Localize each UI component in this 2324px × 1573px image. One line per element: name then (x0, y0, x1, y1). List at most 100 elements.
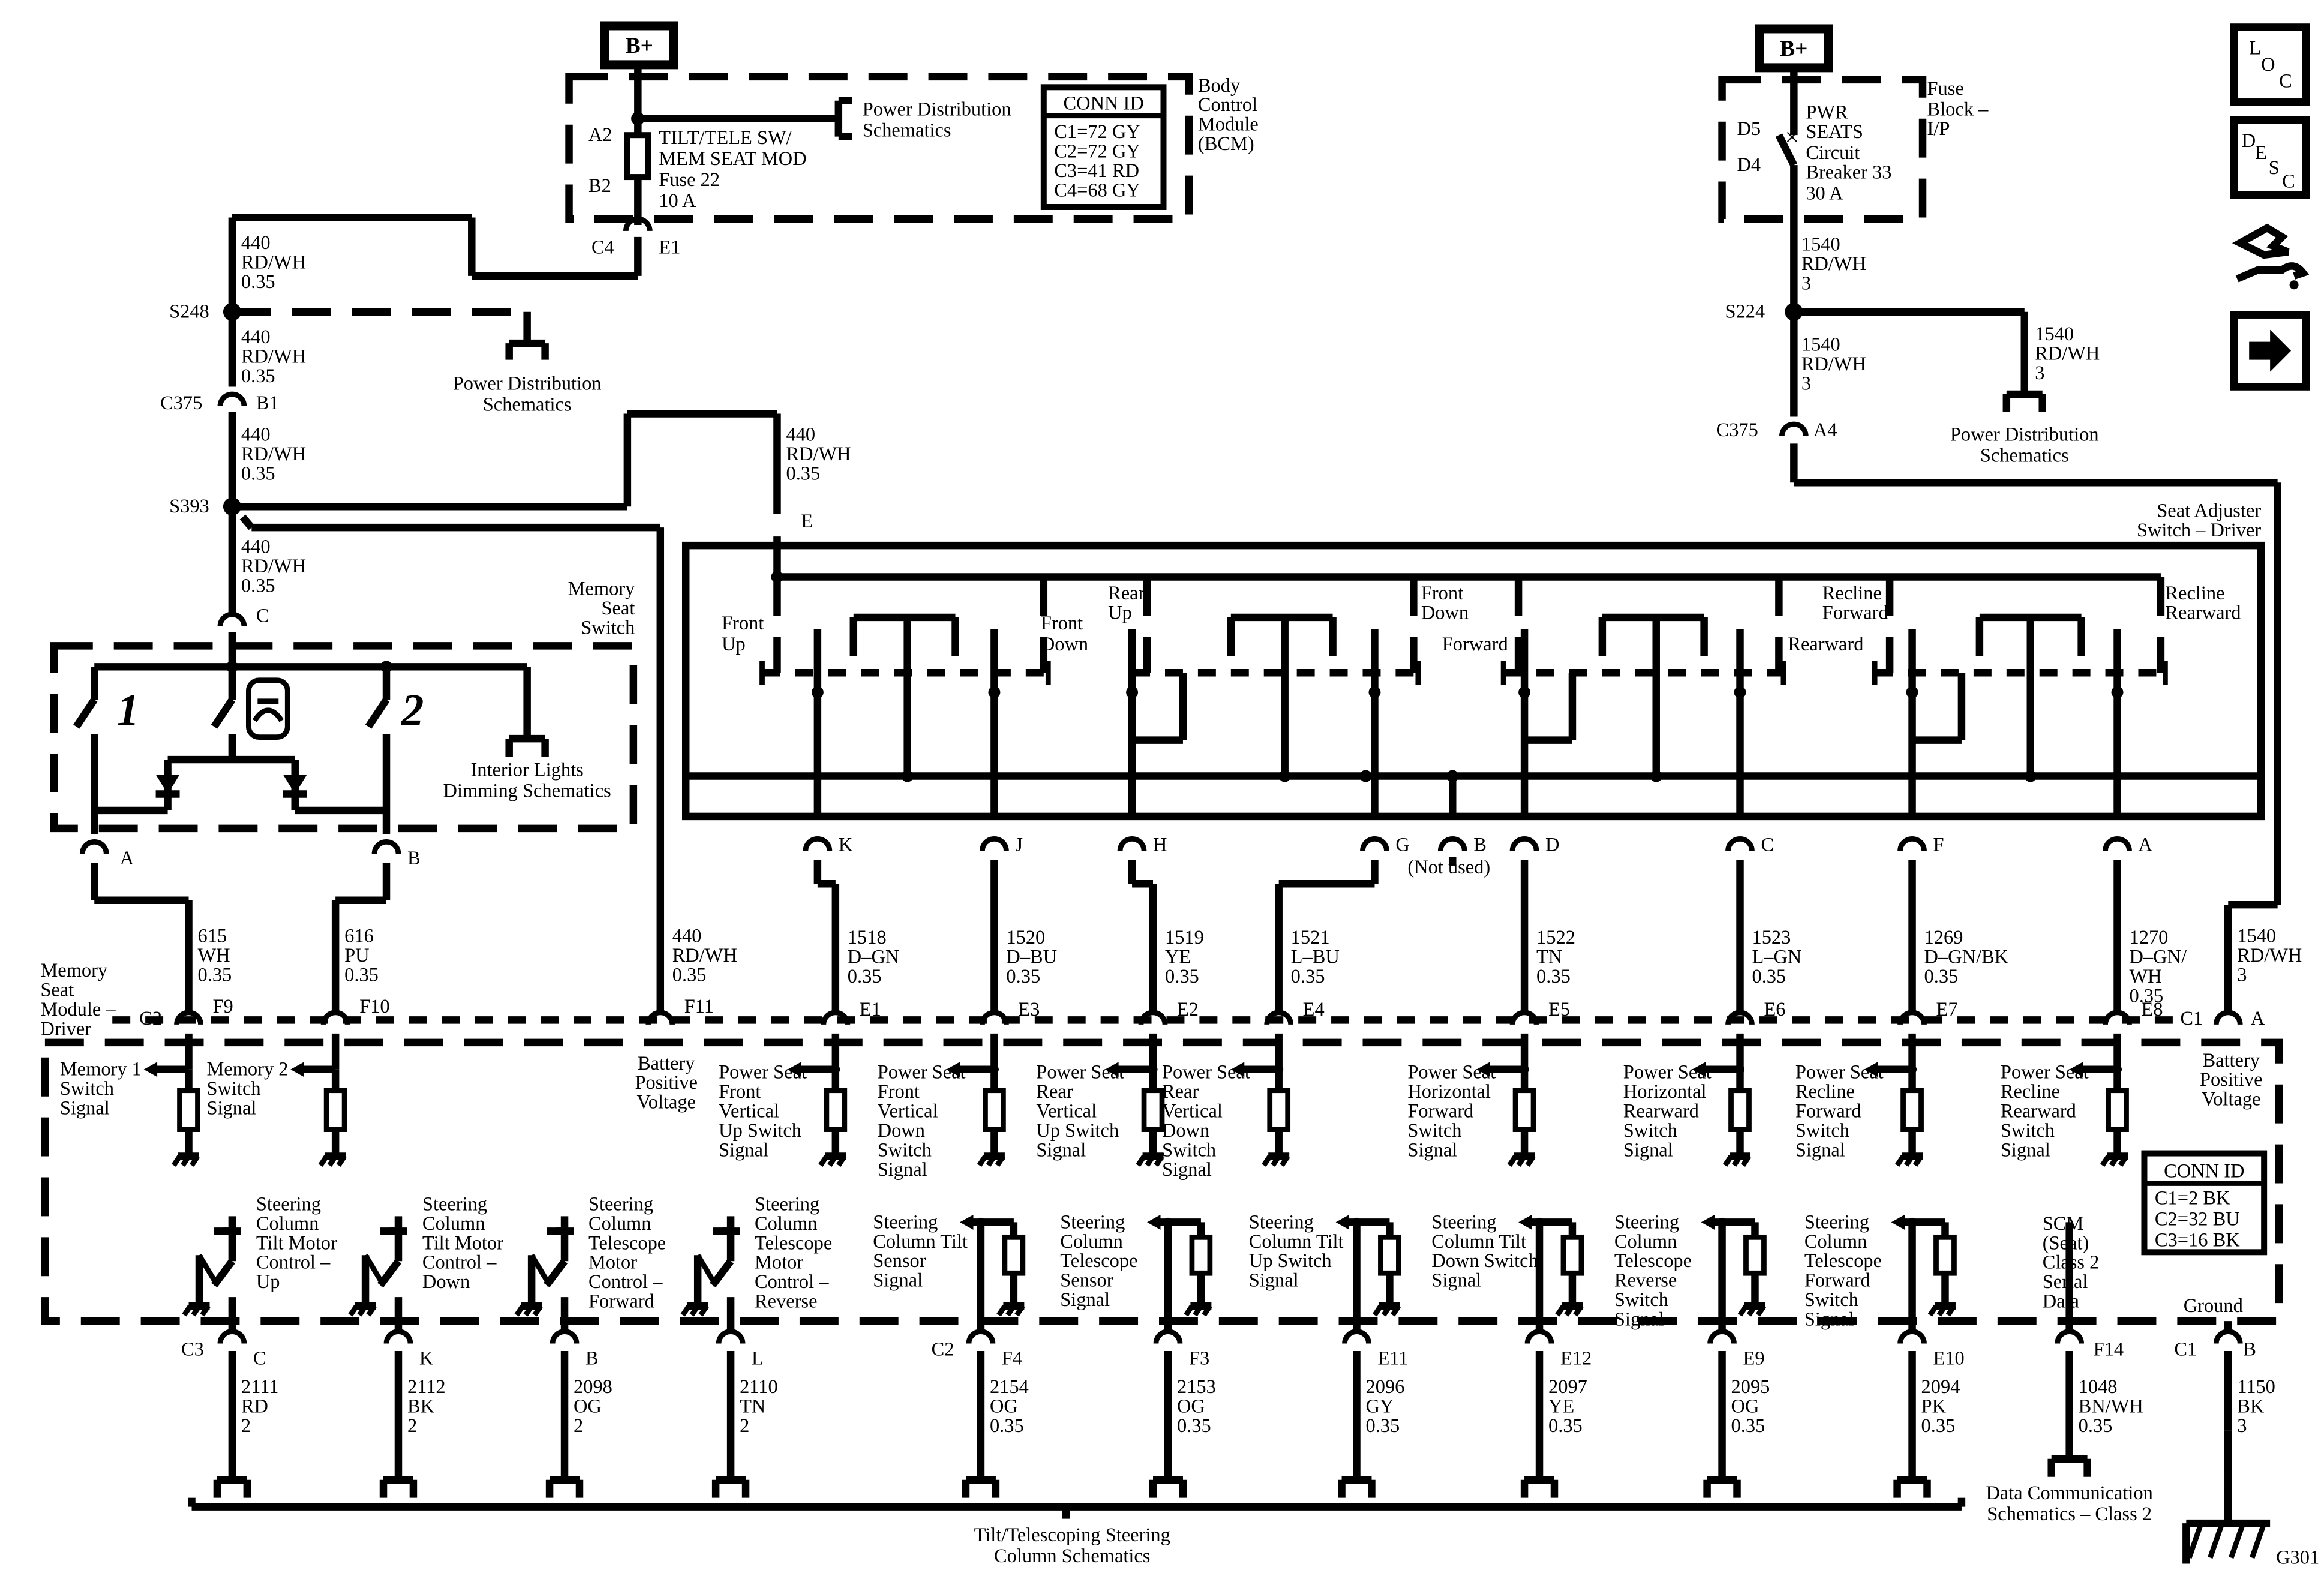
mem-sig-F10-0: Memory 2 (206, 1059, 288, 1080)
bat-c1-wire-2: 3 (2237, 964, 2247, 986)
adj-wire-A-0: 1270 (2130, 927, 2169, 948)
adj-wire-K-0: 1518 (848, 927, 887, 948)
interior-2: Dimming Schematics (443, 780, 611, 801)
w440d-1: 440 (241, 536, 271, 558)
hand-wrench-icon[interactable] (2231, 209, 2310, 297)
sens-sig-5-0: Steering (1804, 1211, 1869, 1233)
adj-wire-C-0: 1523 (1752, 927, 1791, 948)
sens-pin-0: F4 (1002, 1348, 1022, 1370)
sens-wire-0-0: 2154 (990, 1376, 1029, 1398)
sig-C-1: Horizontal (1623, 1081, 1707, 1103)
adj-wire-A-1: D–GN/ (2130, 947, 2187, 968)
motor-sig-2-5: Forward (588, 1291, 654, 1313)
sig-A-3: Switch (2001, 1120, 2055, 1142)
bat-c1-sig-2: Voltage (2202, 1089, 2261, 1110)
desc-letter-d: D (2242, 130, 2256, 152)
bat-c1-sig-0: Battery (2202, 1050, 2260, 1071)
data-schem-2: Schematics – Class 2 (1987, 1503, 2152, 1525)
breaker-2: SEATS (1806, 121, 1863, 143)
arrow-right-icon (2249, 329, 2292, 372)
c375-right: C375 (1716, 419, 1758, 441)
lbl-front-down-b-2: Down (1421, 602, 1469, 623)
b-plus-left: B+ (626, 34, 653, 58)
scm-sig-0: SCM (2043, 1213, 2084, 1235)
lbl-rearward: Rearward (1788, 634, 1863, 655)
motor-sig-0-1: Column (256, 1213, 319, 1235)
mod-pin-E4: E4 (1303, 999, 1325, 1020)
w1540c-2: RD/WH (2035, 343, 2100, 365)
w440a-2: RD/WH (241, 251, 306, 273)
mem-button-1[interactable]: 1 (117, 686, 139, 736)
adj-pin-A: A (2138, 834, 2152, 855)
data-schem-1: Data Communication (1986, 1482, 2152, 1504)
adj-wire-J-1: D–BU (1006, 947, 1057, 968)
mod-pin-F10: F10 (359, 996, 389, 1017)
memswitch-pin-b: B (407, 848, 421, 869)
bcm-out-pin: E1 (659, 236, 680, 258)
bcm-name-1: Body (1198, 75, 1241, 97)
scm-wire-1: BN/WH (2079, 1395, 2143, 1417)
fuse-pin-a2: A2 (588, 124, 612, 146)
bat-f11-wire-1: RD/WH (672, 945, 737, 966)
sens-sig-1-0: Steering (1060, 1211, 1125, 1233)
scm-sig-4: Data (2043, 1291, 2079, 1313)
bcm-name-2: Control (1198, 94, 1257, 116)
sig-C-2: Rearward (1623, 1101, 1699, 1122)
motor-sig-1-0: Steering (422, 1193, 487, 1215)
sig-D-3: Switch (1407, 1120, 1461, 1142)
motor-wire-2-2: 2 (574, 1415, 583, 1437)
bat-f11-sig-1: Positive (635, 1072, 698, 1094)
adj-wire-H-2: 0.35 (1165, 966, 1199, 987)
breaker-symbol: × (1785, 124, 1799, 152)
desc-button[interactable]: D E S C (2230, 116, 2310, 199)
bcm-connid-2: C2=72 GY (1054, 141, 1140, 163)
breaker-5: 30 A (1806, 183, 1843, 205)
adj-wire-D-2: 0.35 (1536, 966, 1571, 987)
sens-wire-2-2: 0.35 (1365, 1415, 1400, 1437)
lbl-forward: Forward (1442, 634, 1508, 655)
next-page-button[interactable] (2230, 311, 2310, 391)
tilt-schem-2: Column Schematics (994, 1545, 1150, 1567)
sens-sig-5-3: Forward (1804, 1270, 1870, 1292)
sens-wire-2-1: GY (1365, 1395, 1394, 1417)
sig-A-0: Power Seat (2001, 1062, 2089, 1083)
loc-button[interactable]: L O C (2230, 23, 2310, 106)
motor-wire-2-1: OG (574, 1395, 602, 1417)
w1540b-2: RD/WH (1801, 353, 1866, 375)
sens-sig-5-1: Column (1804, 1231, 1867, 1253)
fuse-label-3: Fuse 22 (659, 169, 720, 191)
adj-pin-J: J (1015, 834, 1023, 855)
motor-sig-1-2: Tilt Motor (422, 1232, 503, 1254)
sens-sig-3-0: Steering (1431, 1211, 1496, 1233)
ground-wire-1: BK (2237, 1395, 2265, 1417)
motor-sig-3-0: Steering (755, 1193, 819, 1215)
motor-sig-3-5: Reverse (755, 1291, 817, 1313)
bat-c1-sig-1: Positive (2200, 1069, 2263, 1091)
motor-conn-0: C3 (181, 1339, 204, 1361)
memswitch-title-2: Seat (602, 598, 635, 619)
fuseblock-1: Fuse (1927, 78, 1964, 100)
sig-K-3: Up Switch (719, 1120, 801, 1142)
adj-wire-F-0: 1269 (1924, 927, 1963, 948)
sens-wire-5-2: 0.35 (1921, 1415, 1956, 1437)
mem-sig-F10-1: Switch (206, 1078, 260, 1100)
mem-button-2[interactable]: 2 (401, 686, 424, 736)
ground-conn: C1 (2174, 1339, 2197, 1361)
sens-wire-4-0: 2095 (1731, 1376, 1770, 1398)
fuseblock-3: I/P (1927, 118, 1950, 140)
module-c1: C1 (2180, 1008, 2203, 1029)
motor-sig-1-3: Control – (422, 1252, 497, 1274)
w1540a-2: RD/WH (1801, 253, 1866, 275)
w1540a-1: 1540 (1801, 233, 1840, 255)
sens-wire-1-1: OG (1177, 1395, 1205, 1417)
b-plus-right: B+ (1780, 37, 1807, 61)
sig-J-4: Switch (878, 1140, 932, 1161)
module-title-3: Module – (40, 999, 116, 1020)
w440e-2: RD/WH (786, 443, 851, 465)
s248-pdist-1: Power Distribution (453, 373, 602, 395)
motor-wire-2-0: 2098 (574, 1376, 612, 1398)
adj-pin-K: K (839, 834, 853, 855)
motor-sig-0-4: Up (256, 1271, 280, 1293)
mem-wire-F9-0: 615 (197, 926, 227, 947)
